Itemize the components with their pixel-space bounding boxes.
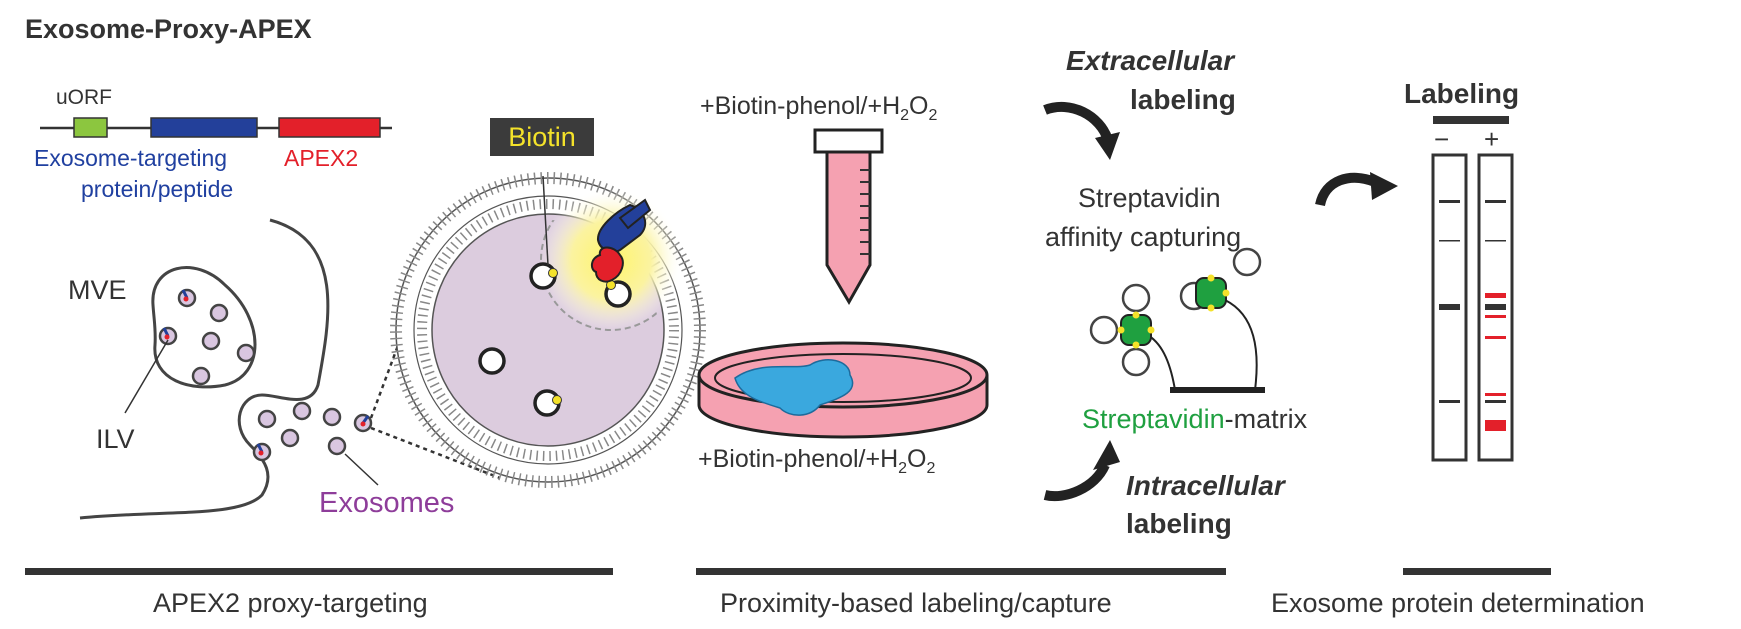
gene-construct: [40, 117, 392, 138]
arrows: [1043, 101, 1398, 502]
targeting-box: [150, 117, 258, 138]
cell-membrane: [79, 218, 330, 520]
apex2-label: APEX2: [284, 145, 359, 171]
section-bar-determination: [1403, 568, 1551, 575]
lane-minus-bands: [1439, 200, 1460, 403]
apex2-box: [278, 117, 381, 138]
intracellular-labeling-label: labeling: [1126, 508, 1232, 539]
targeting-label-line1: Exosome-targeting: [34, 145, 228, 171]
section-bar-targeting: [25, 568, 613, 575]
reagent-label-bottom: +Biotin-phenol/+H2O2: [698, 445, 936, 477]
conical-tube: [813, 128, 884, 305]
lane-plus-bands: [1485, 200, 1506, 431]
lane-plus-label: +: [1484, 124, 1500, 154]
lane-minus-label: −: [1434, 124, 1450, 154]
uorf-label: uORF: [56, 86, 113, 109]
mve: [124, 266, 257, 414]
section-caption-labeling: Proximity-based labeling/capture: [720, 588, 1112, 618]
reagent-text-bottom: +Biotin-phenol/+H: [698, 445, 899, 473]
reagent-text-top: +Biotin-phenol/+H: [700, 92, 901, 120]
ilv-label: ILV: [96, 424, 135, 454]
streptavidin-matrix: [1089, 247, 1265, 393]
figure-title: Exosome-Proxy-APEX: [25, 14, 312, 44]
zoomed-exosome: [390, 172, 706, 488]
targeting-label-line2: protein/peptide: [81, 176, 234, 202]
section-caption-determination: Exosome protein determination: [1271, 588, 1645, 618]
mve-label: MVE: [68, 275, 127, 305]
intracellular-label: Intracellular: [1126, 470, 1285, 501]
gel-header: Labeling: [1404, 78, 1520, 109]
streptavidin-matrix-label: Streptavidin-matrix: [1082, 404, 1307, 435]
affinity-capturing-label: affinity capturing: [1045, 222, 1242, 252]
exosome-vesicles: [252, 339, 501, 486]
gel: [1431, 116, 1514, 462]
extracellular-label: Extracellular: [1066, 45, 1235, 76]
extracellular-labeling-label: labeling: [1130, 84, 1236, 115]
streptavidin-green-text: Streptavidin: [1082, 404, 1225, 434]
section-bar-labeling: [696, 568, 1226, 575]
matrix-text: -matrix: [1224, 404, 1308, 434]
section-caption-targeting: APEX2 proxy-targeting: [153, 588, 428, 618]
uorf-box: [73, 117, 108, 138]
culture-dish: [697, 341, 989, 439]
exosomes-label: Exosomes: [319, 487, 455, 519]
biotin-tag: Biotin: [490, 118, 594, 156]
cell-shape: [734, 359, 854, 416]
streptavidin-label: Streptavidin: [1078, 183, 1221, 213]
reagent-label-top: +Biotin-phenol/+H2O2: [700, 92, 938, 124]
